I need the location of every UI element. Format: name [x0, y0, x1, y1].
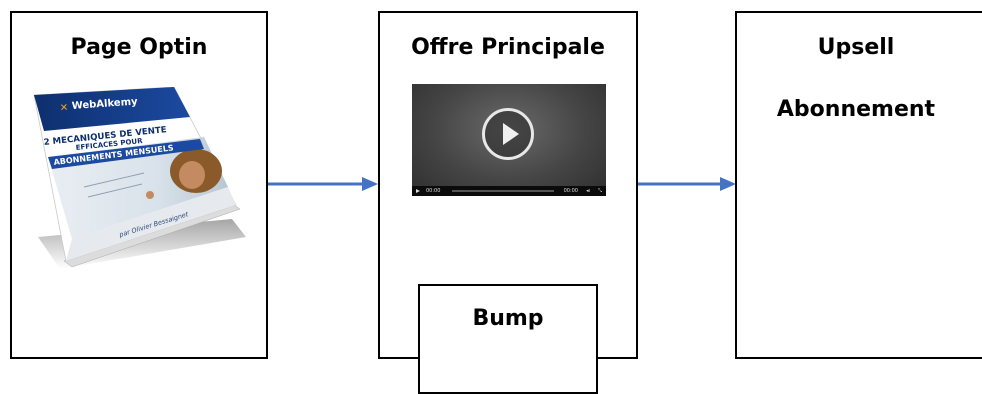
play-small-icon[interactable] [416, 189, 420, 193]
ebook-cover-image: ✕ WebAlkemy 2 MECANIQUES DE VENTE EFFICA… [33, 87, 246, 269]
node-subtitle: Abonnement [776, 97, 936, 122]
fullscreen-icon[interactable]: ⤡ [597, 188, 602, 194]
node-title: Offre Principale [411, 35, 605, 60]
svg-text:WebAlkemy: WebAlkemy [71, 96, 138, 112]
arrow-offre-to-upsell [638, 177, 736, 191]
video-time-end: 00:00 [563, 188, 578, 194]
play-icon[interactable] [482, 108, 534, 160]
node-upsell: Upsell Abonnement [735, 11, 982, 359]
ebook-brand: ✕ WebAlkemy [59, 96, 138, 114]
node-page-optin: Page Optin [10, 11, 268, 359]
video-progress-track[interactable] [452, 190, 554, 192]
arrow-optin-to-offre [268, 177, 378, 191]
video-control-bar: 00:00 00:00 ◂ı ⤡ [412, 186, 606, 196]
node-title: Bump [472, 306, 544, 331]
volume-icon[interactable]: ◂ı [586, 188, 590, 194]
svg-text:✕: ✕ [59, 102, 68, 114]
node-title: Upsell [817, 35, 895, 60]
video-time-start: 00:00 [426, 188, 441, 194]
video-player[interactable]: 00:00 00:00 ◂ı ⤡ [412, 84, 606, 196]
node-bump: Bump [418, 284, 598, 394]
node-title: Page Optin [70, 35, 208, 60]
